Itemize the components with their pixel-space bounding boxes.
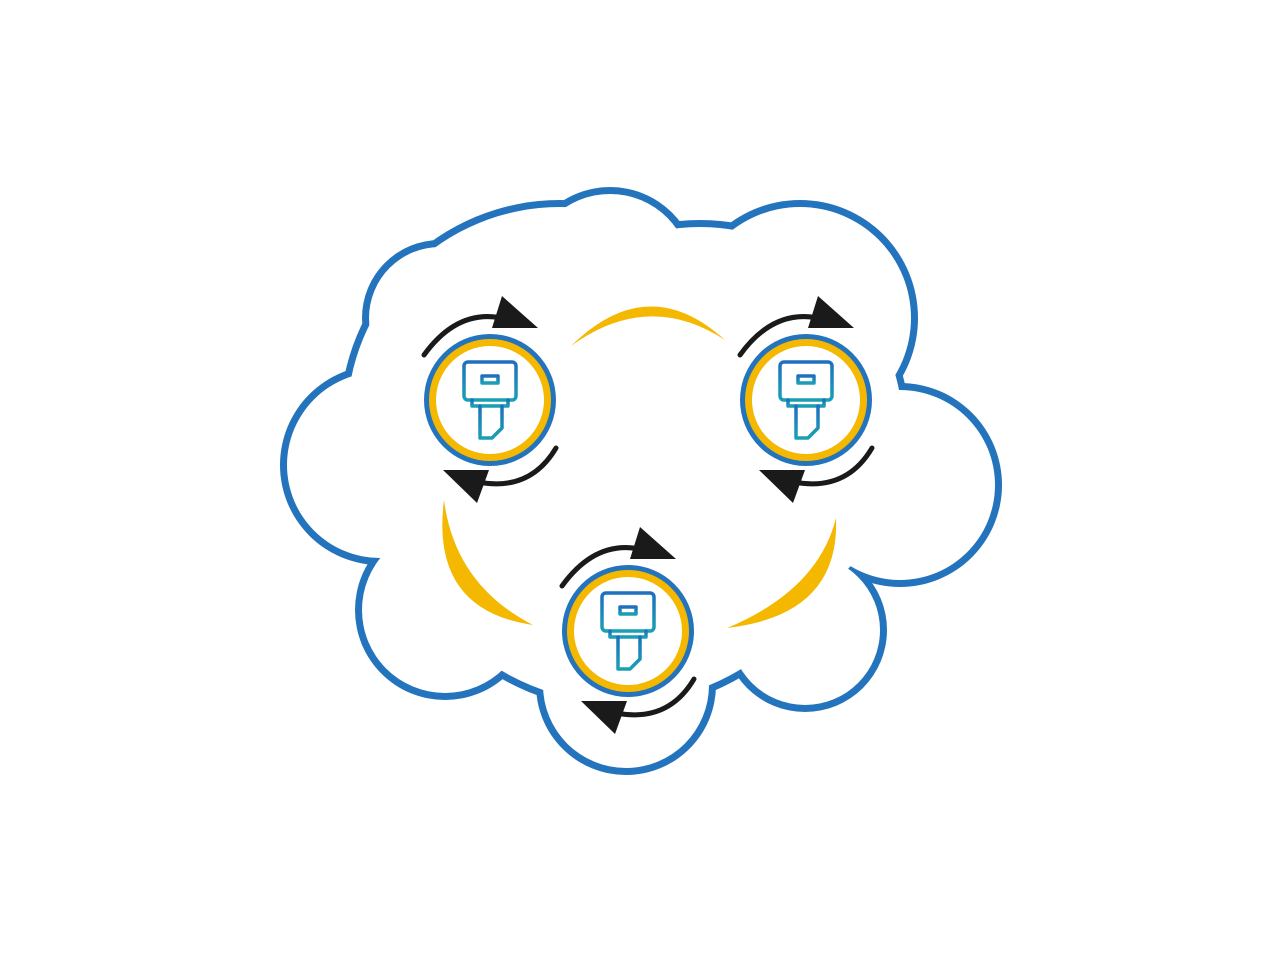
key-shoulder <box>470 398 510 408</box>
key-node-left <box>421 296 559 503</box>
arrow-bottom-tail <box>791 445 875 487</box>
key-bow <box>462 360 518 402</box>
key-shoulder <box>608 629 648 639</box>
connector-arc-right <box>727 518 837 628</box>
arrow-bottom-tail <box>475 445 559 487</box>
key-slot <box>618 605 638 616</box>
connector-arcs <box>442 306 837 628</box>
cycle-arrows-icon <box>559 527 697 734</box>
key-icon <box>462 360 518 440</box>
key-node-right <box>737 296 875 503</box>
cycle-arrows-icon <box>421 296 559 503</box>
connector-arc-left <box>442 500 533 625</box>
key-slot <box>796 374 816 385</box>
key-icon <box>600 591 656 671</box>
arrow-bottom-head <box>759 470 805 503</box>
key-shoulder <box>786 398 826 408</box>
key-shaft <box>478 404 504 440</box>
key-nodes <box>421 296 875 734</box>
arrow-top-head <box>808 296 854 328</box>
key-node-bottom <box>559 527 697 734</box>
arrow-top-head <box>492 296 538 328</box>
arrow-bottom-head <box>581 701 627 734</box>
key-shaft <box>616 635 642 671</box>
connector-arc-top <box>571 306 725 346</box>
key-shaft <box>794 404 820 440</box>
key-slot <box>480 374 500 385</box>
cycle-arrows-icon <box>737 296 875 503</box>
arrow-bottom-head <box>443 470 489 503</box>
key-icon <box>778 360 834 440</box>
arrow-bottom-tail <box>613 676 697 718</box>
key-bow <box>778 360 834 402</box>
arrow-top-head <box>630 527 676 559</box>
key-bow <box>600 591 656 633</box>
